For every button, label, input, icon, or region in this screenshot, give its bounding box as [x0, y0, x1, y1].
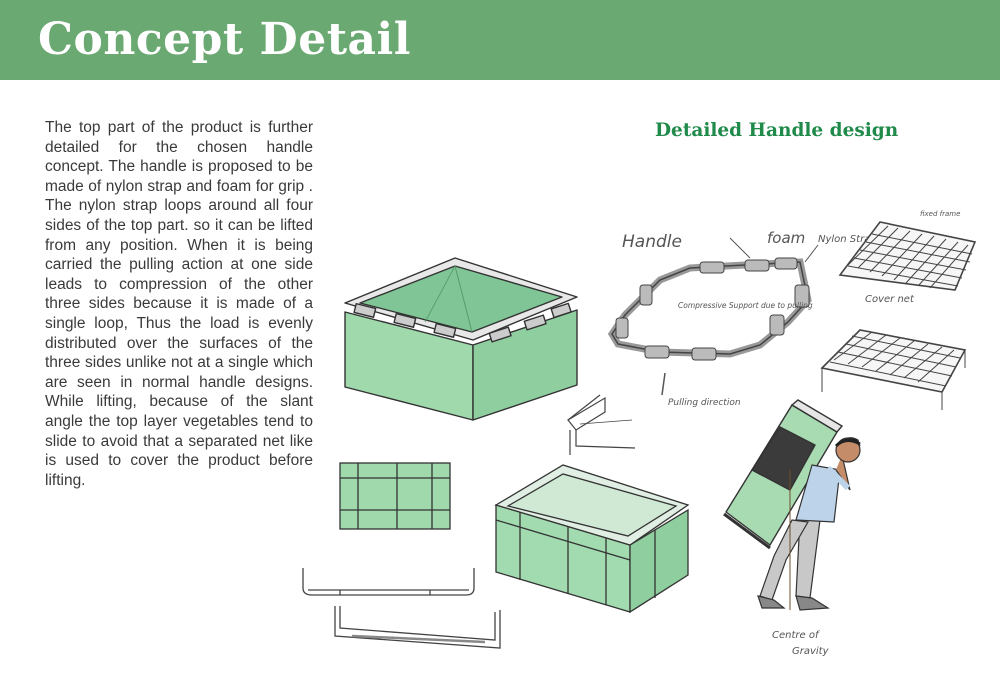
corner-detail-sketch — [567, 394, 636, 455]
crate-perspective-sketch — [494, 464, 690, 614]
header-banner: Concept Detail — [0, 0, 1000, 80]
cover-net-sketch-bottom — [820, 329, 967, 410]
fixed-frame-label: fixed frame — [920, 210, 960, 218]
foam-label: foam — [767, 229, 805, 247]
cover-net-sketch-top — [838, 221, 977, 291]
profile-sketch-bottom — [334, 606, 501, 649]
cover-net-label: Cover net — [865, 294, 915, 305]
man-carrying-crate-sketch — [723, 399, 861, 611]
centre-of-gravity-label-1: Centre of — [772, 630, 820, 641]
compressive-support-label: Compressive Support due to pulling — [678, 301, 813, 310]
crate-with-handle-sketch — [344, 257, 578, 421]
centre-of-gravity-label-2: Gravity — [792, 646, 830, 657]
description-text: The top part of the product is further d… — [45, 119, 313, 489]
crate-front-view-sketch — [339, 462, 451, 530]
page-title: Concept Detail — [38, 14, 411, 65]
handle-label: Handle — [622, 232, 682, 252]
handle-loop-sketch — [607, 237, 819, 396]
nylon-strap-label: Nylon Strap — [818, 234, 877, 245]
pulling-direction-label: Pulling direction — [668, 398, 741, 408]
section-subtitle: Detailed Handle design — [655, 120, 899, 141]
profile-sketch-top — [302, 568, 475, 596]
